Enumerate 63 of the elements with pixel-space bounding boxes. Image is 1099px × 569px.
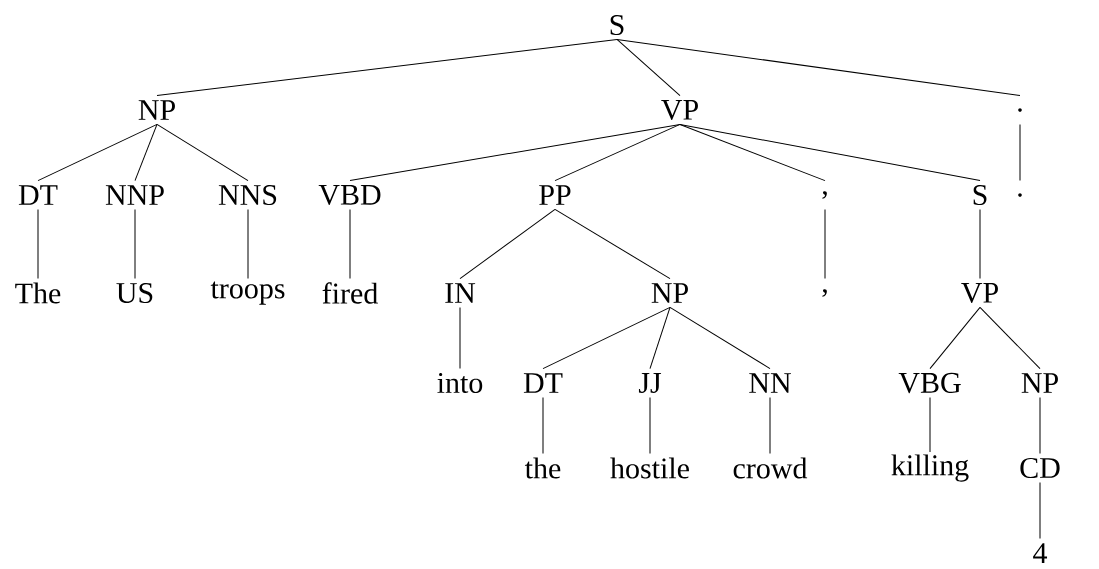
tree-branch <box>649 396 651 455</box>
tree-branch <box>156 123 249 182</box>
tree-branch <box>679 123 826 182</box>
tree-branch <box>679 123 981 182</box>
tree-label: DT <box>523 373 563 393</box>
tree-label: PP <box>539 185 571 205</box>
tree-label: VP <box>961 282 998 304</box>
tree-label: VP <box>661 99 698 121</box>
tree-label: NN <box>749 373 791 393</box>
tree-label: into <box>437 372 483 394</box>
tree-label: IN <box>445 283 476 303</box>
tree-branch <box>1019 123 1021 182</box>
tree-label: NP <box>1021 373 1058 393</box>
tree-label: S <box>610 14 624 36</box>
tree-label: VBD <box>318 184 381 206</box>
tree-label: DT <box>18 185 58 205</box>
tree-branch <box>929 396 931 453</box>
tree-branch <box>929 306 981 370</box>
tree-branch <box>459 208 556 280</box>
tree-label: . <box>1018 193 1022 197</box>
tree-branch <box>459 306 461 370</box>
tree-label: troops <box>210 281 285 305</box>
tree-label: JJ <box>638 373 662 393</box>
tree-label: the <box>524 457 561 479</box>
tree-label: NP <box>138 100 175 120</box>
tree-branch <box>649 306 671 370</box>
tree-label: NNP <box>105 185 164 205</box>
tree-branch <box>1039 481 1041 540</box>
tree-branch <box>247 208 249 280</box>
tree-label: . <box>1018 108 1022 112</box>
tree-label: NP <box>651 283 688 303</box>
tree-label: fired <box>322 282 378 304</box>
tree-label: CD <box>1020 457 1060 479</box>
tree-branch <box>616 38 681 97</box>
tree-branch <box>669 306 771 370</box>
tree-branch <box>37 208 39 280</box>
tree-branch <box>1039 396 1041 455</box>
tree-label: , <box>822 289 827 297</box>
tree-branch <box>134 208 136 280</box>
tree-branch <box>554 123 681 182</box>
tree-label: 4 <box>1033 543 1048 563</box>
tree-branch <box>349 123 681 182</box>
tree-branch <box>156 38 618 97</box>
tree-label: VBG <box>898 372 961 394</box>
tree-branch <box>542 396 544 455</box>
tree-branch <box>542 306 671 370</box>
tree-label: NNS <box>218 184 277 206</box>
tree-branch <box>616 38 1021 97</box>
tree-branch <box>769 396 771 455</box>
tree-label: crowd <box>733 457 808 479</box>
tree-label: The <box>15 282 61 304</box>
tree-branch <box>979 208 981 280</box>
tree-label: , <box>822 191 827 199</box>
tree-label: hostile <box>610 457 689 479</box>
tree-branch <box>37 123 158 182</box>
tree-branch <box>824 208 826 280</box>
tree-branch <box>134 123 158 182</box>
tree-label: killing <box>891 454 969 482</box>
tree-label: US <box>116 282 153 304</box>
tree-branch <box>349 208 351 280</box>
tree-branch <box>979 306 1041 370</box>
tree-branch <box>554 208 671 280</box>
tree-label: S <box>973 184 987 206</box>
